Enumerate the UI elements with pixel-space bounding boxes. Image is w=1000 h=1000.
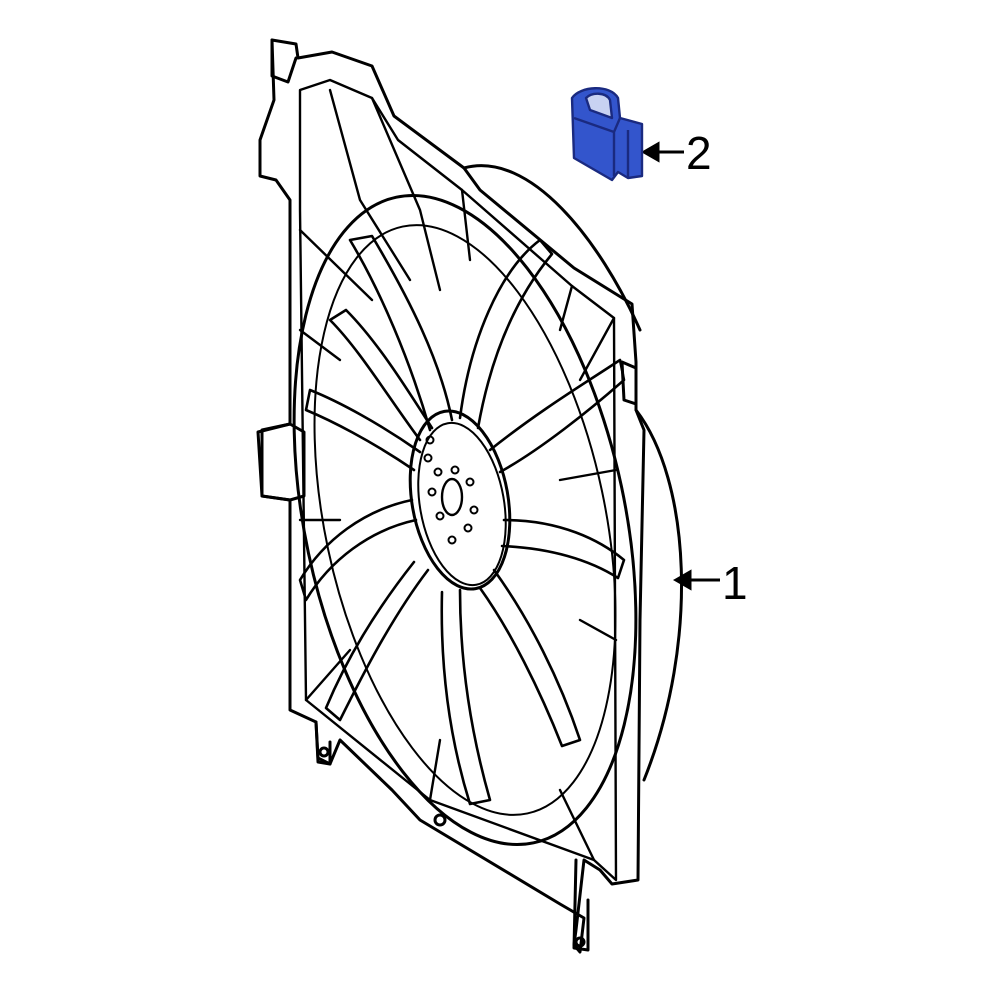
clip-fold bbox=[573, 116, 630, 178]
callout-number-1: 1 bbox=[722, 557, 748, 609]
arrow-left-icon bbox=[672, 569, 692, 591]
hub-bolt-holes bbox=[423, 435, 479, 545]
callout-number-2: 2 bbox=[686, 127, 712, 179]
clip-body bbox=[570, 87, 644, 182]
shroud-outer-frame bbox=[256, 38, 646, 954]
bottom-tab-hole bbox=[574, 936, 586, 948]
left-tab-hole bbox=[318, 746, 330, 758]
bottom-left-tab bbox=[314, 720, 332, 766]
fan-ring-outer bbox=[292, 194, 638, 846]
fan-hub bbox=[408, 409, 512, 591]
fan-blades bbox=[298, 234, 626, 806]
fan-hub-rim bbox=[417, 421, 507, 587]
fan-assembly-drawing bbox=[256, 38, 684, 954]
shroud-bulge bbox=[634, 408, 684, 782]
callout-arrow-1 bbox=[672, 569, 720, 591]
callout-arrow-2 bbox=[640, 141, 684, 163]
fan-ring-inner bbox=[313, 224, 617, 816]
top-mount-tab bbox=[270, 38, 298, 84]
frame-hole bbox=[433, 813, 447, 827]
right-mount-tab bbox=[620, 360, 638, 406]
bottom-right-tab bbox=[572, 858, 590, 952]
left-connector-block bbox=[260, 422, 306, 502]
shroud-curve bbox=[462, 164, 642, 332]
fan-hub-center bbox=[440, 477, 464, 517]
arrow-left-icon bbox=[640, 141, 660, 163]
clip-part-highlighted bbox=[570, 87, 644, 182]
frame-struts bbox=[298, 88, 618, 862]
clip-slot bbox=[584, 92, 614, 120]
